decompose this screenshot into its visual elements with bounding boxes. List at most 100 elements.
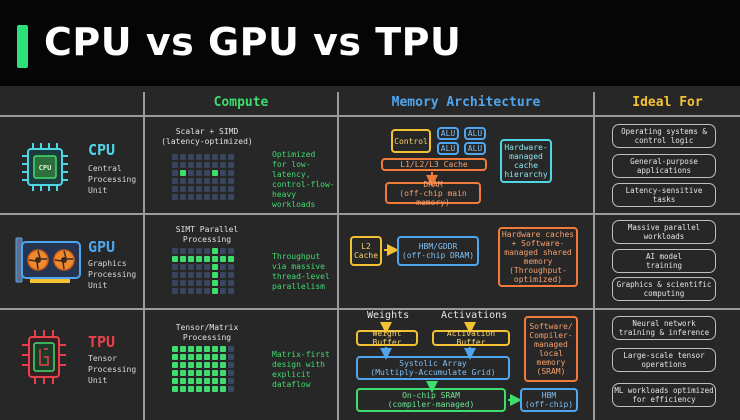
core-cell	[204, 248, 210, 254]
core-cell	[172, 194, 178, 200]
core-cell	[228, 370, 234, 376]
divider-row-1	[0, 213, 740, 215]
core-cell	[228, 288, 234, 294]
core-cell	[220, 194, 226, 200]
core-cell	[212, 288, 218, 294]
core-cell	[188, 264, 194, 270]
tpu-activation-buffer: Activation Buffer	[432, 329, 510, 347]
core-cell	[188, 378, 194, 384]
core-cell	[172, 362, 178, 368]
core-cell	[188, 248, 194, 254]
core-cell	[172, 170, 178, 176]
core-cell	[172, 378, 178, 384]
core-cell	[220, 264, 226, 270]
gpu-ideal-2: AI model training	[612, 249, 716, 273]
core-cell	[220, 248, 226, 254]
core-cell	[228, 378, 234, 384]
core-cell	[196, 170, 202, 176]
core-cell	[204, 162, 210, 168]
core-cell	[228, 194, 234, 200]
core-cell	[172, 186, 178, 192]
core-cell	[212, 162, 218, 168]
core-cell	[180, 288, 186, 294]
tpu-core-grid	[172, 346, 234, 392]
gpu-l2-cache: L2 Cache	[350, 236, 382, 266]
core-cell	[196, 354, 202, 360]
core-cell	[188, 386, 194, 392]
core-cell	[204, 186, 210, 192]
cpu-alu-3: ALU	[437, 142, 459, 155]
core-cell	[212, 264, 218, 270]
gpu-hbm-gddr: HBM/GDDR (off-chip DRAM)	[397, 236, 479, 266]
core-cell	[172, 178, 178, 184]
core-cell	[196, 288, 202, 294]
gpu-ideal-1: Massive parallel workloads	[612, 220, 716, 244]
gpu-description: Graphics Processing Unit	[88, 259, 137, 290]
core-cell	[228, 280, 234, 286]
title-bar: CPU vs GPU vs TPU	[0, 0, 740, 86]
header-memory-architecture: Memory Architecture	[391, 95, 541, 110]
core-cell	[196, 280, 202, 286]
core-cell	[220, 272, 226, 278]
core-cell	[196, 272, 202, 278]
core-cell	[180, 346, 186, 352]
tpu-compute-note: Matrix-first design with explicit datafl…	[272, 350, 330, 389]
core-cell	[188, 370, 194, 376]
core-cell	[204, 362, 210, 368]
cpu-core-grid	[172, 154, 234, 200]
core-cell	[188, 170, 194, 176]
cpu-cache: L1/L2/L3 Cache	[381, 158, 487, 171]
cpu-name: CPU	[88, 141, 116, 159]
core-cell	[196, 264, 202, 270]
gpu-compute-note: Throughput via massive thread-level para…	[272, 252, 330, 291]
core-cell	[220, 378, 226, 384]
core-cell	[220, 354, 226, 360]
cpu-ideal-2: General-purpose applications	[612, 154, 716, 178]
core-cell	[180, 170, 186, 176]
gpu-core-grid	[172, 248, 234, 294]
core-cell	[228, 272, 234, 278]
cpu-ideal-3: Latency-sensitive tasks	[612, 183, 716, 207]
core-cell	[172, 248, 178, 254]
cpu-chip-icon: CPU	[22, 143, 68, 191]
core-cell	[204, 288, 210, 294]
core-cell	[172, 288, 178, 294]
core-cell	[204, 154, 210, 160]
core-cell	[220, 178, 226, 184]
core-cell	[180, 370, 186, 376]
core-cell	[188, 194, 194, 200]
core-cell	[196, 178, 202, 184]
gpu-compute-caption: SIMT Parallel Processing	[175, 225, 239, 244]
core-cell	[204, 272, 210, 278]
core-cell	[180, 194, 186, 200]
cpu-description: Central Processing Unit	[88, 164, 137, 195]
core-cell	[180, 154, 186, 160]
cpu-dram: DRAM (off-chip main memory)	[385, 180, 481, 207]
core-cell	[196, 186, 202, 192]
core-cell	[180, 186, 186, 192]
core-cell	[228, 346, 234, 352]
core-cell	[196, 162, 202, 168]
core-cell	[180, 162, 186, 168]
core-cell	[180, 378, 186, 384]
core-cell	[204, 354, 210, 360]
header-compute: Compute	[213, 95, 269, 110]
core-cell	[228, 248, 234, 254]
divider-row-2	[0, 308, 740, 310]
tpu-hbm: HBM (off-chip)	[520, 388, 578, 412]
cpu-compute-caption: Scalar + SIMD (latency-optimized)	[161, 127, 253, 146]
core-cell	[220, 346, 226, 352]
core-cell	[228, 354, 234, 360]
tpu-activations-label: Activations	[441, 310, 508, 321]
core-cell	[188, 178, 194, 184]
title-accent-bar	[17, 25, 28, 68]
divider-vertical-2	[337, 92, 339, 420]
core-cell	[172, 264, 178, 270]
core-cell	[196, 256, 202, 262]
tpu-ideal-1: Neural network training & inference	[612, 316, 716, 340]
core-cell	[220, 280, 226, 286]
core-cell	[228, 386, 234, 392]
core-cell	[172, 154, 178, 160]
gpu-card-icon	[15, 237, 81, 283]
tpu-local-memory-note: Software/ Compiler- managed local memory…	[524, 316, 578, 382]
